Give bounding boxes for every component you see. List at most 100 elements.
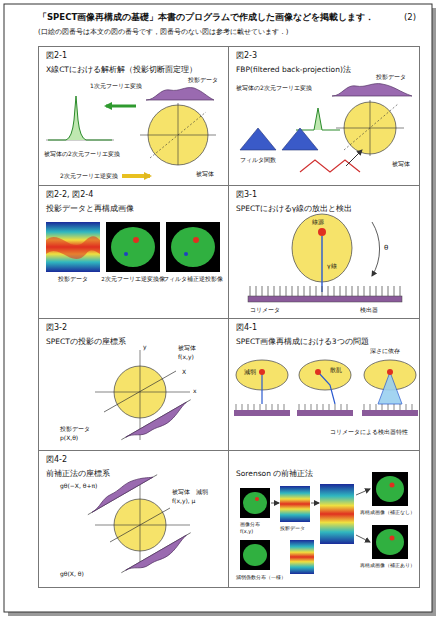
figure-label: 再構成画像（補正なし） (360, 509, 415, 515)
sorenson-art (240, 472, 408, 574)
art-circle (390, 483, 395, 488)
fig-2-3-art (240, 84, 412, 172)
art-path (48, 96, 112, 140)
art-line (110, 508, 170, 542)
art-rect (320, 484, 354, 544)
figure-label: 減弱係数分布（一様） (236, 574, 286, 580)
figure-number: 図2-1 (39, 51, 228, 61)
figure-label: 被写体 (178, 344, 196, 351)
art-path (146, 88, 214, 100)
figure-caption: SPECT画像再構成における3つの問題 (229, 337, 419, 346)
art-circle (315, 369, 321, 375)
art-rect (240, 488, 270, 518)
figure-label: 被写体の2次元フーリエ変換 (236, 84, 312, 91)
art-rect (290, 540, 314, 574)
figure-label: X (182, 368, 186, 375)
figure-label: 2次元フーリエ逆変換像 (101, 276, 165, 283)
art-line (178, 103, 179, 165)
figure-label: フィルタ関数 (240, 156, 276, 163)
figure-caption: 投影データと再構成画像 (39, 204, 228, 213)
art-line (95, 392, 190, 393)
art-rect (248, 296, 402, 302)
figure-label: 被写体 (392, 160, 410, 167)
figure-panel: 図4-2前補正法の座標系 (38, 450, 229, 588)
fig-2-2-images (46, 222, 220, 272)
figure-label: y (143, 343, 147, 350)
art-g (84, 468, 195, 580)
art-path (236, 404, 412, 410)
art-rect (106, 222, 160, 272)
figure-number: 図2-2, 図2-4 (39, 190, 228, 200)
art-path (332, 84, 412, 96)
art-circle (387, 369, 393, 375)
art-polygon (240, 128, 276, 150)
figure-number: 図4-1 (229, 323, 419, 333)
figure-label: 減弱 (244, 368, 256, 375)
figure-label: 投影データ (280, 525, 305, 531)
art-ellipse (171, 227, 215, 267)
figure-label: f(x,y) (178, 353, 194, 360)
art-rect (362, 410, 418, 416)
figure-caption: Sorenson の前補正法 (229, 469, 419, 478)
figure-label: 1次元フーリエ変換 (90, 82, 142, 89)
figure-label: x (193, 387, 197, 394)
art-line (344, 104, 398, 150)
art-line (150, 112, 206, 158)
art-ellipse (376, 529, 404, 555)
figure-number: 図2-3 (229, 51, 419, 61)
figure-label: gθ(−X, θ+π) (60, 482, 97, 489)
art-rect (372, 472, 408, 506)
fig-3-1-art (248, 214, 402, 302)
figure-label: 深さに依存 (370, 347, 400, 354)
figure-panel: 図2-3FBP(filtered back-projection)法 (228, 46, 420, 186)
figure-label: θ (384, 244, 388, 252)
art-circle (390, 536, 395, 541)
art-path (250, 286, 400, 296)
fig-3-2-art (95, 350, 195, 447)
figure-label: 被写体 (172, 488, 190, 495)
figure-label: γ線 (327, 262, 337, 269)
art-rect (4, 4, 432, 612)
art-path (46, 236, 100, 259)
art-polyline (300, 160, 360, 172)
art-rect (234, 410, 290, 416)
figure-label: (2) (404, 12, 416, 22)
figure-label: 投影データ (58, 276, 88, 283)
figure-label: 被写体の2次元フーリエ変換 (44, 150, 120, 157)
art-ellipse (376, 476, 404, 502)
figure-label: 減弱 (196, 488, 208, 495)
art-circle (133, 237, 139, 243)
figure-caption: SPECTの投影の座標系 (39, 337, 228, 346)
figure-label: f(x,y), μ (172, 497, 195, 504)
art-line (356, 535, 370, 542)
art-line (346, 150, 362, 166)
art-path (296, 108, 340, 130)
figure-caption: FBP(filtered back-projection)法 (229, 65, 419, 74)
art-path (372, 222, 380, 276)
figure-label: f(x,y) (240, 528, 253, 534)
art-rect (280, 486, 310, 522)
art-ellipse (243, 544, 267, 566)
figure-label: フィルタ補正逆投影像 (163, 276, 223, 283)
figure-label: 画像分布 (240, 521, 260, 527)
fig-4-1-art (234, 360, 418, 416)
art-line (311, 503, 319, 504)
figure-panel: 図2-1X線CTにおける解析解（投影切断面定理） (38, 46, 229, 186)
figure-label: 散乱 (330, 366, 342, 373)
art-circle (193, 237, 199, 243)
figure-label: (口絵の図番号は本文の図の番号です，図番号のない図は参考に載せています．) (38, 28, 288, 36)
figure-label: 再構成画像（補正あり） (360, 562, 415, 568)
art-ellipse (299, 360, 351, 390)
figure-number: 図3-1 (229, 190, 419, 200)
figure-panel: 図3-1SPECTにおけるγ線の放出と検出 (228, 185, 420, 319)
figure-caption: 前補正法の座標系 (39, 469, 228, 478)
figure-label: 投影データ (60, 425, 90, 432)
figure-label: コリメータによる検出器特性 (330, 428, 408, 435)
art-circle (259, 369, 265, 375)
art-line (261, 372, 262, 404)
art-line (271, 503, 279, 504)
art-rect (46, 222, 100, 272)
figure-label: 検出器 (360, 306, 378, 313)
page-frame (4, 4, 436, 616)
